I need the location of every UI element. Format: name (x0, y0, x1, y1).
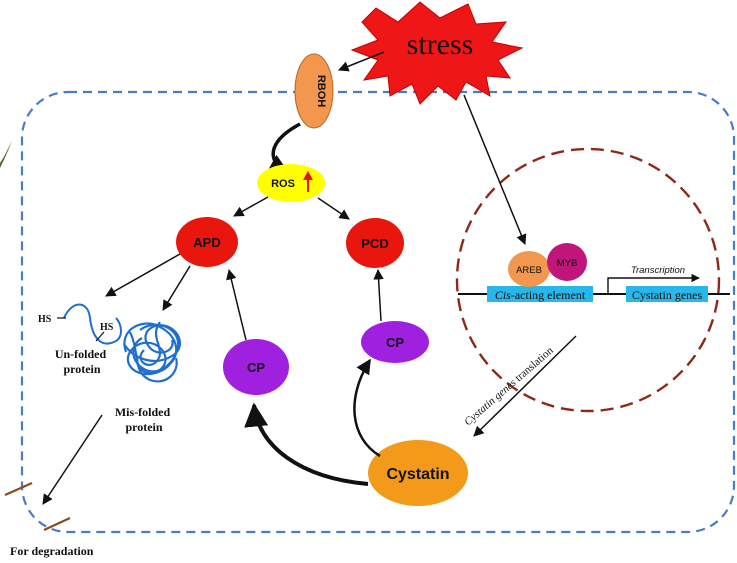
hs-label-2: HS (100, 322, 114, 333)
arrow-cystatin-to-cp-right (353, 358, 381, 458)
cystatin-genes-label: Cystatin genes (632, 288, 703, 302)
cp-right-node (361, 321, 429, 363)
arrow-cp-right-to-pcd (373, 268, 384, 322)
arrow-stress-to-rboh (338, 51, 385, 72)
cystatin-genes-box (626, 286, 708, 302)
arrow-to-degradation (42, 414, 103, 505)
unfolded-protein-label-2: protein (63, 362, 100, 376)
cp-left-label: CP (247, 360, 265, 375)
misfolded-protein-label-2: protein (125, 420, 162, 434)
areb-node (508, 251, 550, 287)
cis-element-box (487, 286, 593, 302)
stress-label: stress (407, 28, 474, 61)
arrow-cystatin-to-cp-left (244, 402, 369, 486)
apd-label: APD (193, 235, 220, 250)
hs-label-1: HS (38, 314, 52, 325)
cp-left-node (223, 339, 289, 395)
areb-label: AREB (516, 265, 542, 276)
arrow-translation (473, 335, 577, 437)
arrow-apd-to-unfolded (105, 253, 181, 297)
rboh-node (294, 53, 334, 129)
myb-node (547, 243, 587, 281)
myb-label: MYB (557, 258, 578, 269)
cis-element-label-cis: Cis (495, 288, 511, 302)
ros-increase-icon (303, 171, 313, 192)
transcription-arrow (607, 273, 700, 294)
translation-label-rest: translation (511, 344, 556, 386)
arrow-stress-to-areb (463, 94, 527, 245)
stress-burst-shape (350, 1, 524, 105)
apd-node (176, 217, 238, 267)
cis-element-label-rest: -acting element (511, 288, 586, 302)
hs-bond-2 (95, 331, 105, 342)
pcd-node (346, 218, 404, 268)
cystatin-node (368, 440, 468, 506)
membrane-pore-line-2 (43, 517, 71, 531)
misfolded-protein-label: Mis-folded protein (115, 405, 173, 434)
cp-right-label: CP (386, 335, 404, 350)
arrow-cp-left-to-apd (226, 268, 247, 341)
unfolded-protein-label: Un-folded protein (55, 347, 109, 376)
translation-label: Cystatin genes translation (462, 344, 556, 428)
misfolded-protein-tangle (123, 321, 182, 383)
rboh-label: RBOH (315, 75, 327, 107)
arrow-ros-to-pcd (317, 197, 350, 220)
ros-label: ROS (271, 178, 295, 190)
membrane-pore-line-1 (4, 481, 33, 497)
for-degradation-label: For degradation (10, 544, 94, 558)
arrow-apd-to-misfolded (162, 265, 191, 311)
arrow-ros-to-apd (233, 196, 269, 217)
leaf-fragment (0, 140, 12, 168)
transcription-label: Transcription (631, 265, 685, 276)
cystatin-label: Cystatin (386, 466, 449, 483)
unfolded-protein-label-1: Un-folded (55, 347, 107, 361)
nucleus-boundary (455, 147, 721, 413)
pcd-label: PCD (361, 236, 388, 251)
cis-element-label: Cis-acting element (495, 288, 586, 302)
misfolded-protein-label-1: Mis-folded (115, 405, 171, 419)
